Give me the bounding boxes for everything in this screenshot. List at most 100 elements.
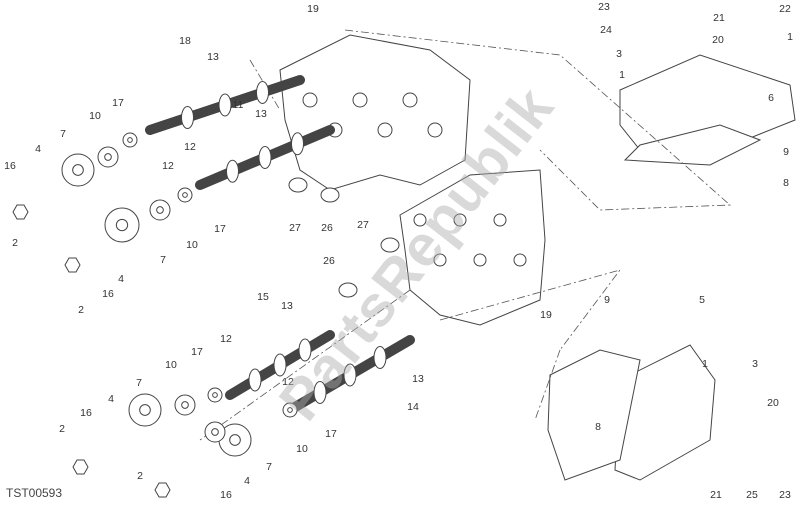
head-bore <box>427 122 443 138</box>
callout-10: 10 <box>165 359 177 371</box>
lower-cylinder-head <box>399 169 546 326</box>
callout-7: 7 <box>266 461 272 473</box>
cam-lobe <box>343 363 357 387</box>
head-bore <box>413 213 427 227</box>
callout-4: 4 <box>108 393 114 405</box>
bushing <box>320 187 340 203</box>
gear-hub <box>156 206 164 214</box>
gear-hub <box>182 192 188 198</box>
callout-25: 25 <box>746 489 758 501</box>
callout-20: 20 <box>767 397 779 409</box>
cam-lobe <box>218 93 232 117</box>
callout-14: 14 <box>407 401 419 413</box>
callout-2: 2 <box>59 423 65 435</box>
alignment-line <box>199 29 732 441</box>
callout-17: 17 <box>214 223 226 235</box>
callout-3: 3 <box>752 358 758 370</box>
callout-1: 1 <box>702 358 708 370</box>
gear-hub <box>211 428 219 436</box>
callout-10: 10 <box>89 110 101 122</box>
callout-1: 1 <box>787 31 793 43</box>
head-bore <box>433 253 447 267</box>
gear-hub <box>127 137 133 143</box>
cam-lobe <box>256 81 269 104</box>
head-bore <box>453 213 467 227</box>
cam-lobe <box>258 146 272 169</box>
callout-17: 17 <box>325 428 337 440</box>
callout-10: 10 <box>296 443 308 455</box>
callout-18: 18 <box>179 35 191 47</box>
gear-hub <box>212 392 218 398</box>
cam-lobe <box>313 381 327 404</box>
callout-21: 21 <box>713 12 725 24</box>
head-bore <box>402 92 418 108</box>
callout-12: 12 <box>282 376 294 388</box>
head-bore <box>513 253 527 267</box>
callout-16: 16 <box>220 489 232 501</box>
callout-20: 20 <box>712 34 724 46</box>
cam-lobe <box>298 338 312 362</box>
callout-24: 24 <box>600 24 612 36</box>
callout-13: 13 <box>281 300 293 312</box>
callout-11: 11 <box>233 99 244 111</box>
callout-26: 26 <box>321 222 333 234</box>
callout-3: 3 <box>616 48 622 60</box>
head-bore <box>302 92 318 108</box>
head-bore <box>473 253 487 267</box>
callout-2: 2 <box>137 470 143 482</box>
callout-8: 8 <box>595 421 601 433</box>
head-bore <box>377 122 393 138</box>
callout-6: 6 <box>768 92 774 104</box>
callout-23: 23 <box>598 1 610 13</box>
callout-7: 7 <box>60 128 66 140</box>
cam-lobe <box>248 368 262 392</box>
bushing <box>288 177 308 193</box>
callout-27: 27 <box>289 222 301 234</box>
callout-13: 13 <box>412 373 424 385</box>
callout-16: 16 <box>102 288 114 300</box>
upper-cover-gasket <box>623 124 762 166</box>
callout-21: 21 <box>710 489 722 501</box>
callout-27: 27 <box>357 219 369 231</box>
gear-hub <box>139 404 151 416</box>
callout-4: 4 <box>118 273 124 285</box>
nut <box>64 257 81 273</box>
callout-17: 17 <box>112 97 124 109</box>
lower-head-cover <box>614 344 716 481</box>
callout-13: 13 <box>207 51 219 63</box>
callout-7: 7 <box>136 377 142 389</box>
callout-4: 4 <box>35 143 41 155</box>
callout-9: 9 <box>604 294 610 306</box>
diagram-code: TST00593 <box>6 486 63 500</box>
callout-10: 10 <box>186 239 198 251</box>
callout-12: 12 <box>220 333 232 345</box>
bushing <box>338 282 358 298</box>
callout-19: 19 <box>307 3 319 15</box>
cam-lobe <box>273 353 287 377</box>
callout-23: 23 <box>779 489 791 501</box>
callout-16: 16 <box>4 160 16 172</box>
gear-hub <box>115 218 129 232</box>
head-bore <box>493 213 507 227</box>
gear-hub <box>104 153 112 161</box>
gear-hub <box>181 401 189 409</box>
callout-12: 12 <box>162 160 174 172</box>
nut <box>154 482 171 498</box>
callout-22: 22 <box>779 3 791 15</box>
callout-13: 13 <box>255 108 267 120</box>
callout-5: 5 <box>699 294 705 306</box>
gear-hub <box>229 434 241 446</box>
callout-15: 15 <box>257 291 269 303</box>
cam-lobe <box>291 132 304 156</box>
callout-26: 26 <box>323 255 335 267</box>
callout-2: 2 <box>78 304 84 316</box>
nut <box>72 459 89 475</box>
callout-16: 16 <box>80 407 92 419</box>
gear-hub <box>72 164 84 176</box>
callout-9: 9 <box>783 146 789 158</box>
head-bore <box>352 92 368 108</box>
cam-lobe <box>373 346 387 369</box>
lower-cover-gasket <box>547 349 641 481</box>
